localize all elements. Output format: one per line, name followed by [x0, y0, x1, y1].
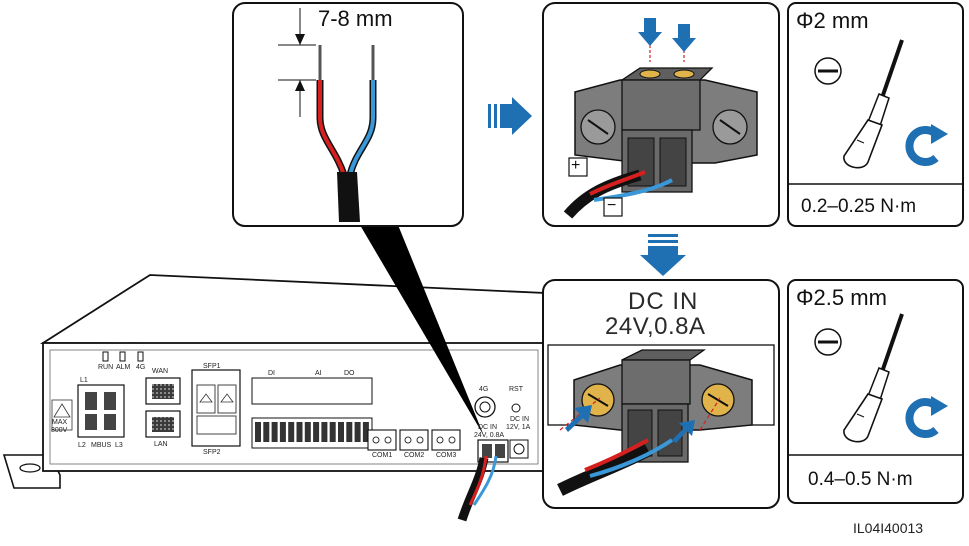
screwdriver-large-diameter: Φ2.5 mm	[796, 285, 887, 310]
screwdriver-small-torque: 0.2–0.25 N·m	[801, 196, 917, 217]
port-label-title: DC IN	[628, 288, 699, 315]
io-terminal-block	[255, 422, 369, 442]
device-label-alm: ALM	[116, 364, 131, 371]
port-label-rating: 24V,0.8A	[605, 313, 706, 340]
device-label-l3: L3	[115, 442, 123, 449]
io-terminal-slot	[329, 422, 336, 442]
panel-screwdriver-large	[787, 279, 964, 504]
smartlogger-device	[2, 274, 747, 522]
device-label-dcin-12v-rating: 12V, 1A	[506, 424, 531, 431]
device-label-di: DI	[268, 370, 275, 377]
device-label-sfp1: SFP1	[203, 363, 221, 370]
device-label-sfp2: SFP2	[203, 449, 221, 456]
io-terminal-slot	[263, 422, 270, 442]
screwdriver-small-diameter: Φ2 mm	[796, 8, 869, 33]
device-label-max-v: 800V	[51, 427, 68, 434]
io-terminal-slot	[313, 422, 320, 442]
io-terminal-slot	[346, 422, 353, 442]
device-label-com2: COM2	[404, 452, 425, 459]
step-arrow-down	[640, 234, 686, 276]
device-label-max: MAX	[52, 419, 68, 426]
device-label-4g: 4G	[136, 364, 146, 371]
screwdriver-large-torque: 0.4–0.5 N·m	[808, 469, 913, 490]
device-label-com3: COM3	[436, 452, 457, 459]
strip-length-label: 7-8 mm	[318, 6, 393, 31]
io-terminal-slot	[338, 422, 344, 442]
panel-strip-wire	[232, 2, 464, 227]
device-label-dcin-12v: DC IN	[510, 416, 530, 423]
panel-screwdriver-small	[787, 2, 964, 227]
device-label-mbus: MBUS	[91, 442, 112, 449]
io-terminal-slot	[362, 422, 369, 442]
io-terminal-slot	[296, 422, 303, 442]
callout-pointer	[360, 225, 484, 436]
device-label-wan: WAN	[152, 368, 169, 375]
device-label-do: DO	[344, 370, 355, 377]
figure-id: IL04I40013	[853, 520, 924, 536]
io-terminal-slot	[354, 422, 361, 442]
polarity-negative: −	[607, 197, 617, 214]
io-terminal-slot	[321, 422, 328, 442]
io-terminal-slot	[255, 422, 261, 442]
polarity-positive: +	[571, 157, 581, 174]
io-terminal-slot	[304, 422, 311, 442]
panel-insert-plug	[542, 2, 780, 227]
io-terminal-slot	[271, 422, 278, 442]
device-label-dcin-24v-rating: 24V, 0.8A	[474, 432, 505, 439]
panel-connect-device	[542, 279, 780, 509]
device-label-rst: RST	[509, 386, 523, 393]
device-label-ai: AI	[315, 370, 322, 377]
io-terminal-slot	[279, 422, 286, 442]
device-label-run: RUN	[98, 364, 114, 371]
device-label-4g-antenna: 4G	[479, 386, 489, 393]
step-arrow-right	[488, 97, 532, 135]
device-label-l1: L1	[80, 377, 88, 384]
device-label-com1: COM1	[372, 452, 393, 459]
device-label-dcin-24v: DC IN	[478, 424, 498, 431]
io-terminal-slot	[288, 422, 295, 442]
device-label-l2: L2	[78, 442, 86, 449]
device-label-lan: LAN	[154, 441, 168, 448]
